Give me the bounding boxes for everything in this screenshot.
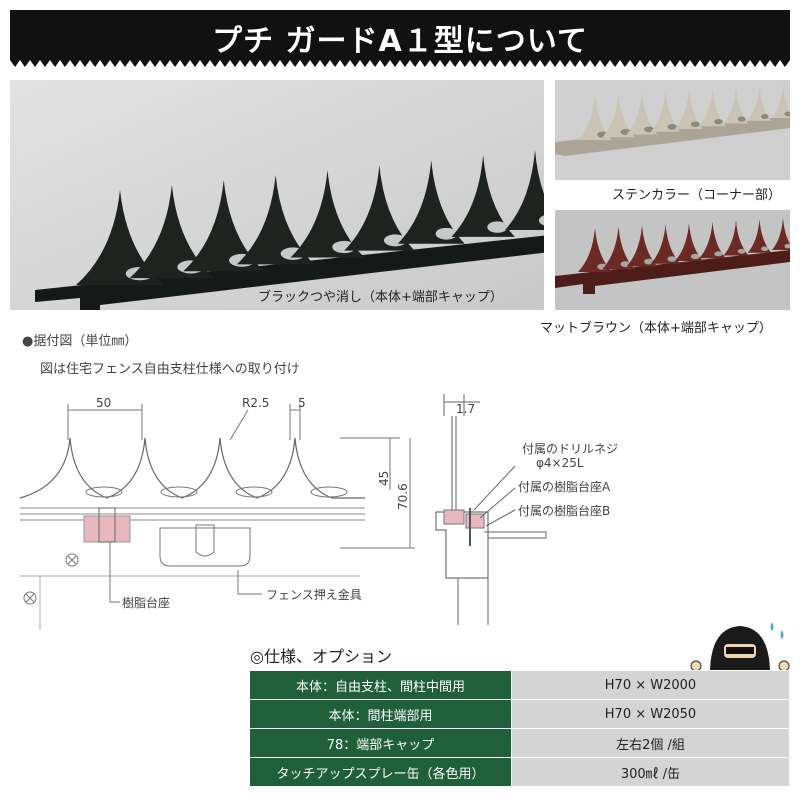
guard-spike	[675, 89, 703, 129]
profile-hole	[85, 486, 123, 498]
caption-brown: マットブラウン（本体+端部キャップ）	[540, 321, 772, 336]
spec-label: 78：端部キャップ	[249, 728, 512, 758]
brown-guard-illustration	[555, 210, 790, 310]
guard-spike	[772, 218, 790, 250]
guard-spike	[236, 175, 315, 265]
photo-stain-corner	[555, 80, 790, 180]
dim-label-17: 1.7	[456, 402, 476, 416]
dim-label-50: 50	[96, 396, 112, 410]
guard-spike	[723, 86, 749, 124]
spec-value: H70 × W2000	[511, 670, 790, 700]
spike-hole	[538, 215, 544, 226]
guard-spike	[451, 155, 515, 237]
spike-hole	[690, 253, 700, 260]
guard-spike	[650, 224, 681, 264]
dim-label-r25: R2.5	[242, 396, 270, 410]
spec-table: 本体：自由支柱、間柱中間用 H70 × W2000 本体：間柱端部用 H70 ×…	[249, 670, 790, 787]
guard-spike	[602, 226, 635, 270]
title-banner: プチ ガードA１型について	[10, 10, 790, 67]
guard-spike	[290, 170, 365, 258]
stain-guard-illustration	[555, 80, 790, 180]
installation-diagram	[19, 394, 547, 630]
spec-label: タッチアップスプレー缶（各色用）	[249, 757, 512, 787]
diagram-heading: ●据付図（単位㎜）	[22, 334, 138, 349]
guard-spike	[626, 225, 658, 267]
spike-hole	[784, 111, 790, 117]
guard-spike	[578, 95, 612, 140]
spike-hole	[667, 123, 677, 130]
guard-spike	[747, 85, 772, 121]
profile-hole	[310, 486, 348, 498]
profile-hole	[235, 486, 273, 498]
guard-spike	[675, 223, 703, 261]
spike-hole	[737, 248, 746, 254]
spike-hole	[737, 116, 746, 122]
thief-mascot-icon	[690, 622, 790, 674]
guard-spike	[699, 88, 726, 127]
guard-spike	[626, 92, 658, 135]
photo-black-finish: ブラックつや消し（本体+端部キャップ）	[10, 80, 544, 310]
dim-label-5: 5	[298, 396, 306, 410]
label-drill-screw-size: φ4×25L	[536, 456, 584, 470]
spec-row: 本体：間柱端部用 H70 × W2050	[249, 699, 790, 729]
guard-spike	[602, 93, 635, 138]
spec-value: 300㎖ /缶	[511, 757, 790, 787]
label-resin-base-b: 付属の樹脂台座B	[518, 504, 611, 518]
dim-label-706: 70.6	[396, 483, 410, 510]
spike-hole	[714, 251, 723, 257]
profile-hole	[160, 486, 198, 498]
dim-label-45: 45	[377, 470, 391, 486]
spike-hole	[644, 126, 654, 133]
guard-rail	[35, 235, 544, 310]
diagram-subheading: 図は住宅フェンス自由支柱仕様への取り付け	[40, 362, 300, 377]
guard-spike	[129, 185, 215, 279]
guard-spike	[76, 190, 164, 285]
spike-hole	[435, 227, 458, 240]
guard-spike	[699, 221, 726, 259]
banner-shape	[10, 10, 790, 67]
guard-spike	[397, 160, 465, 244]
label-drill-screw: 付属のドリルネジ	[522, 442, 619, 456]
spike-hole	[487, 221, 508, 233]
guard-rail	[555, 250, 790, 294]
guard-spike	[344, 165, 415, 251]
resin-base-shape	[83, 515, 131, 543]
spike-hole	[690, 121, 700, 128]
spike-hole	[714, 119, 723, 125]
spike-hole	[761, 114, 769, 119]
guard-spike	[723, 220, 749, 256]
photo-brown-finish	[555, 210, 790, 310]
guard-spike	[578, 228, 612, 272]
guard-spike	[505, 150, 544, 230]
caption-stain: ステンカラー（コーナー部）	[612, 188, 782, 203]
spec-row: タッチアップスプレー缶（各色用） 300㎖ /缶	[249, 757, 790, 787]
guard-spike	[650, 90, 681, 132]
guard-rail	[555, 116, 790, 156]
spec-title: ◎仕様、オプション	[250, 647, 392, 666]
spec-value: 左右2個 /組	[511, 728, 790, 758]
label-resin-base-a: 付属の樹脂台座A	[518, 480, 611, 494]
spike-hole	[667, 256, 677, 262]
label-resin-base: 樹脂台座	[122, 596, 171, 610]
black-guard-illustration	[10, 80, 544, 310]
spike-hole	[761, 246, 769, 252]
spec-value: H70 × W2050	[511, 699, 790, 729]
guard-spike	[772, 84, 790, 118]
caption-black: ブラックつや消し（本体+端部キャップ）	[258, 290, 503, 305]
spec-row: 本体：自由支柱、間柱中間用 H70 × W2000	[249, 670, 790, 700]
label-fence-clamp: フェンス押え金具	[266, 588, 362, 602]
spike-hole	[784, 243, 790, 249]
spec-label: 本体：自由支柱、間柱中間用	[249, 670, 512, 700]
spec-row: 78：端部キャップ 左右2個 /組	[249, 728, 790, 758]
guard-spike	[747, 219, 772, 253]
page-title: プチ ガードA１型について	[212, 24, 588, 59]
guard-spike	[183, 180, 265, 272]
spec-label: 本体：間柱端部用	[249, 699, 512, 729]
